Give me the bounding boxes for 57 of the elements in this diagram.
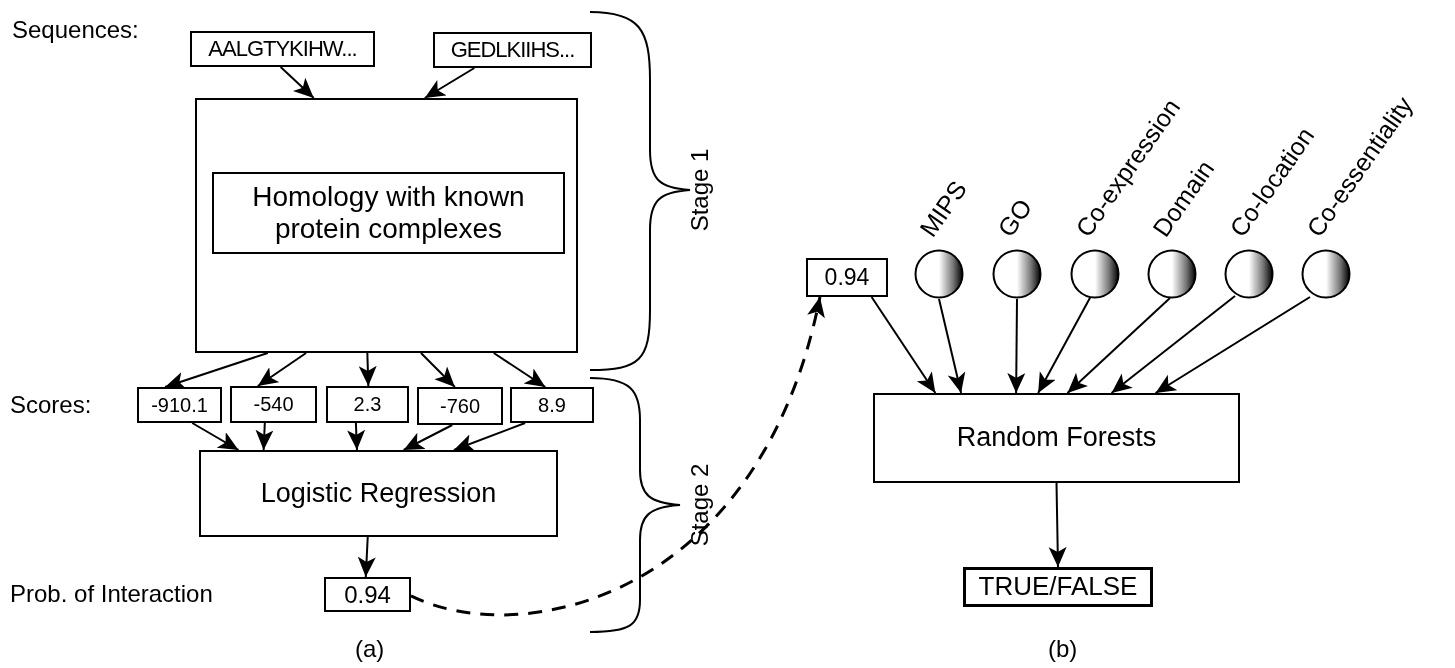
box-text: -760	[440, 394, 480, 418]
box-text: 8.9	[538, 393, 566, 417]
row-label: Prob. of Interaction	[10, 582, 213, 606]
arrow	[191, 422, 240, 451]
arrow	[419, 352, 456, 388]
row-label: Scores:	[10, 393, 92, 417]
row-label: (a)	[355, 637, 385, 661]
row-label: Sequences:	[12, 18, 139, 42]
text-box	[806, 258, 888, 297]
arrow	[1110, 295, 1236, 394]
box-text: Random Forests	[956, 422, 1157, 454]
arrow	[1037, 295, 1092, 394]
arrow	[347, 422, 366, 451]
text-box	[873, 393, 1240, 483]
arrow	[256, 352, 308, 387]
arrow	[1066, 297, 1171, 394]
box-text: 2.3	[353, 393, 382, 416]
arrow	[452, 422, 527, 452]
dashed-arrow	[410, 296, 824, 617]
text-box	[212, 172, 565, 254]
text-box	[963, 567, 1153, 607]
box-text: Logistic Regression	[260, 477, 497, 509]
box-text: 0.94	[344, 580, 391, 609]
box-text: -910.1	[151, 393, 208, 417]
feature-label: GO	[993, 194, 1037, 241]
box-text: AALGTYKIHW...	[208, 36, 357, 62]
arrow	[938, 298, 966, 394]
process-box	[195, 98, 578, 353]
arrow	[1007, 298, 1026, 394]
arrow	[1048, 482, 1067, 568]
arrow	[423, 67, 476, 99]
stage-label: Stage 2	[688, 463, 712, 547]
arrow	[402, 424, 454, 451]
box-text: TRUE/FALSE	[978, 572, 1138, 602]
text-box	[137, 387, 222, 423]
arrow	[164, 352, 269, 390]
row-label: (b)	[1048, 637, 1078, 661]
arrow	[1154, 296, 1311, 394]
box-text: -540	[253, 393, 294, 416]
box-text: 0.94	[824, 264, 870, 291]
arrow	[358, 352, 377, 387]
text-box	[199, 450, 558, 537]
stage-label: Stage 1	[688, 148, 712, 232]
arrow	[870, 296, 937, 394]
arrow	[357, 536, 376, 578]
box-text: Homology with known protein complexes	[251, 180, 526, 246]
arrow	[492, 352, 547, 388]
text-box	[324, 577, 411, 612]
arrow	[255, 422, 274, 451]
text-box	[190, 31, 375, 67]
text-box	[230, 386, 317, 423]
text-box	[326, 386, 409, 423]
text-box	[433, 32, 592, 68]
text-box	[417, 387, 503, 425]
arrow	[279, 66, 315, 99]
text-box	[510, 387, 594, 423]
box-text: GEDLKIIHS...	[450, 37, 575, 63]
